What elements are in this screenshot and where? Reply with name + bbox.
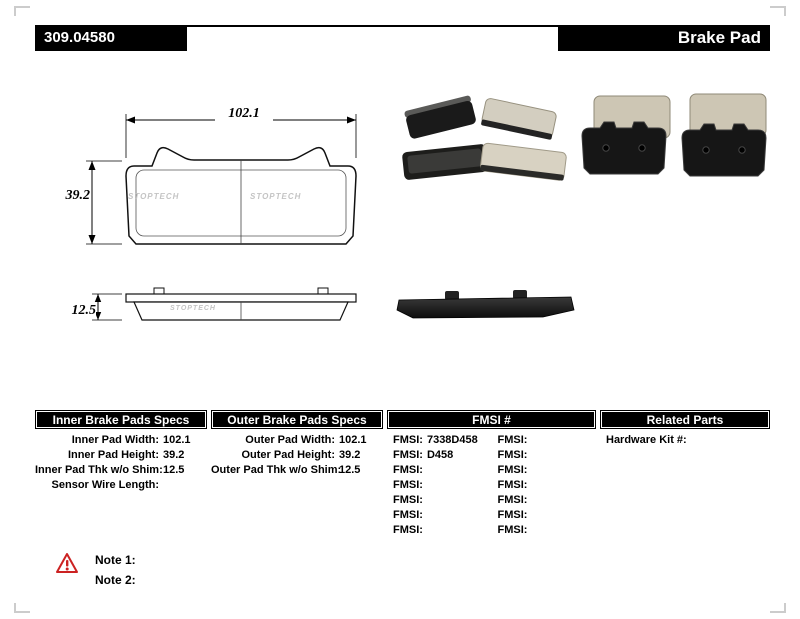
- part-number: 309.04580: [44, 29, 115, 46]
- product-photo-pad-set-right: [578, 92, 773, 187]
- spec-row: Inner Pad Thk w/o Shim: 12.5: [35, 463, 207, 478]
- note-1-label: Note 1:: [95, 553, 136, 567]
- fmsi-row: FMSI:: [492, 433, 597, 448]
- drawing-front-view: [58, 104, 378, 259]
- fmsi-row: FMSI:: [492, 463, 597, 478]
- spec-value: 39.2: [339, 449, 361, 461]
- header-rule: [35, 25, 770, 27]
- spec-label: Inner Pad Height:: [67, 449, 159, 461]
- spec-value: 39.2: [163, 449, 185, 461]
- fmsi-row: FMSI:: [387, 508, 492, 523]
- spec-row: Outer Pad Width: 102.1: [211, 433, 383, 448]
- width-dimension-label: 102.1: [215, 106, 273, 122]
- spec-row: Sensor Wire Length:: [35, 478, 207, 493]
- frame-corner-mark: [14, 6, 30, 16]
- spec-label: Outer Pad Width:: [245, 434, 335, 446]
- fmsi-row: FMSI:: [492, 523, 597, 538]
- part-number-badge: 309.04580: [35, 25, 187, 51]
- fmsi-value: 7338D458: [426, 434, 478, 446]
- fmsi-value: D458: [426, 449, 454, 461]
- spec-value: 12.5: [339, 464, 361, 476]
- spec-label: Inner Pad Width:: [71, 434, 159, 446]
- fmsi-label: FMSI:: [497, 509, 528, 521]
- thickness-dimension-label: 12.5: [56, 303, 96, 319]
- note-2-label: Note 2:: [95, 573, 136, 587]
- fmsi-row: FMSI: 7338D458: [387, 433, 492, 448]
- fmsi-row: FMSI:: [387, 523, 492, 538]
- fmsi-row: FMSI: D458: [387, 448, 492, 463]
- stoptech-watermark: STOPTECH: [128, 192, 180, 201]
- side-view-drawing-svg: [92, 287, 357, 321]
- drawing-side-view: [58, 282, 378, 344]
- fmsi-label: FMSI:: [393, 449, 423, 461]
- spec-row: Inner Pad Height: 39.2: [35, 448, 207, 463]
- fmsi-row: FMSI:: [492, 448, 597, 463]
- fmsi-row: FMSI:: [492, 508, 597, 523]
- frame-corner-mark: [770, 603, 786, 613]
- product-photo-pad-set-left: [395, 90, 570, 190]
- spec-value: [163, 478, 207, 493]
- fmsi-column-left: FMSI: 7338D458 FMSI: D458 FMSI: FMSI: FM…: [387, 433, 492, 538]
- spec-label: Inner Pad Thk w/o Shim:: [35, 464, 163, 476]
- fmsi-row: FMSI:: [387, 463, 492, 478]
- warning-triangle-icon: [55, 552, 79, 574]
- fmsi-label: FMSI:: [393, 494, 423, 506]
- fmsi-column-right: FMSI: FMSI: FMSI: FMSI: FMSI:: [492, 433, 597, 538]
- stoptech-watermark: STOPTECH: [170, 305, 216, 312]
- spec-row: Outer Pad Thk w/o Shim: 12.5: [211, 463, 383, 478]
- fmsi-label: FMSI:: [497, 449, 528, 461]
- fmsi-row: FMSI:: [492, 478, 597, 493]
- spec-label: Outer Pad Height:: [241, 449, 335, 461]
- fmsi-row: FMSI:: [387, 493, 492, 508]
- fmsi-header: FMSI #: [387, 410, 596, 429]
- outer-pads-specs-header: Outer Brake Pads Specs: [211, 410, 383, 429]
- frame-corner-mark: [770, 6, 786, 16]
- front-view-drawing-svg: [86, 114, 357, 245]
- spec-row: Inner Pad Width: 102.1: [35, 433, 207, 448]
- fmsi-label: FMSI:: [393, 509, 423, 521]
- product-title-badge: Brake Pad: [558, 25, 770, 51]
- fmsi-row: FMSI:: [492, 493, 597, 508]
- inner-pads-specs-header: Inner Brake Pads Specs: [35, 410, 207, 429]
- spec-label: Sensor Wire Length:: [51, 479, 159, 491]
- spec-row: Outer Pad Height: 39.2: [211, 448, 383, 463]
- inner-pads-specs-section: Inner Brake Pads Specs Inner Pad Width: …: [35, 410, 207, 493]
- fmsi-label: FMSI:: [497, 524, 528, 536]
- fmsi-section: FMSI # FMSI: 7338D458 FMSI: D458 FMSI: F…: [387, 410, 596, 538]
- fmsi-label: FMSI:: [497, 479, 528, 491]
- stoptech-watermark: STOPTECH: [250, 192, 302, 201]
- spec-value: 102.1: [339, 434, 367, 446]
- height-dimension-label: 39.2: [54, 188, 90, 204]
- outer-pads-specs-section: Outer Brake Pads Specs Outer Pad Width: …: [211, 410, 383, 478]
- fmsi-row: FMSI:: [387, 478, 492, 493]
- spec-label: Outer Pad Thk w/o Shim:: [211, 464, 342, 476]
- product-title: Brake Pad: [677, 28, 761, 47]
- spec-value: 12.5: [163, 464, 185, 476]
- fmsi-label: FMSI:: [393, 434, 423, 446]
- related-part-row: Hardware Kit #:: [600, 433, 770, 448]
- frame-corner-mark: [14, 603, 30, 613]
- product-photo-pad-edge-view: [393, 284, 578, 329]
- spec-value: 102.1: [163, 434, 191, 446]
- related-part-label: Hardware Kit #:: [606, 434, 687, 446]
- fmsi-label: FMSI:: [393, 524, 423, 536]
- fmsi-label: FMSI:: [497, 464, 528, 476]
- fmsi-label: FMSI:: [497, 494, 528, 506]
- fmsi-label: FMSI:: [497, 434, 528, 446]
- fmsi-label: FMSI:: [393, 464, 423, 476]
- fmsi-label: FMSI:: [393, 479, 423, 491]
- related-parts-section: Related Parts Hardware Kit #:: [600, 410, 770, 448]
- related-parts-header: Related Parts: [600, 410, 770, 429]
